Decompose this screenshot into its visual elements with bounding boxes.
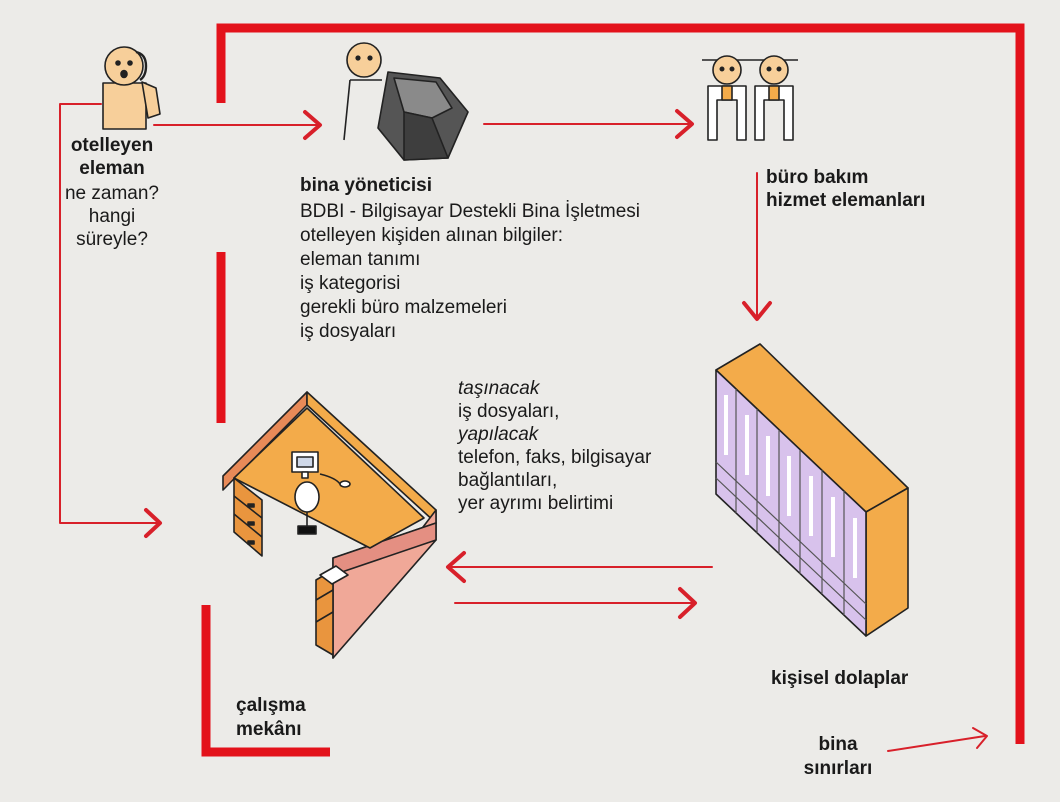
transfer-line-6: yer ayrımı belirtimi (458, 493, 614, 514)
manager-line-4: iş kategorisi (300, 273, 401, 294)
manager-line-2: otelleyen kişiden alınan bilgiler: (300, 225, 563, 246)
worker-title: otelleyen eleman (64, 134, 160, 180)
transfer-line-5: bağlantıları, (458, 470, 558, 491)
lockers-title: kişisel dolaplar (771, 668, 909, 689)
worker-question-2: hangi (88, 206, 136, 227)
worker-questions: ne zaman? hangi süreyle? (58, 182, 166, 251)
arrow-worker-to-workspace (59, 103, 159, 524)
worker-figure-icon (102, 46, 161, 130)
manager-line-1: BDBI - Bilgisayar Destekli Bina İşletmes… (300, 201, 640, 222)
manager-line-6: iş dosyaları (300, 321, 397, 342)
workspace-title: çalışma mekânı (236, 694, 306, 742)
transfer-line-4: telefon, faks, bilgisayar (458, 447, 652, 468)
boundary-title-line-2: sınırları (803, 758, 873, 779)
worker-title-line-2: eleman (79, 158, 145, 179)
maintenance-title: büro bakım hizmet elemanları (766, 166, 925, 212)
manager-details: BDBI - Bilgisayar Destekli Bina İşletmes… (300, 200, 640, 344)
rock-block-icon (377, 71, 469, 161)
building-boundary (201, 23, 1025, 757)
worker-title-line-1: otelleyen (70, 135, 154, 156)
workspace-title-line-2: mekânı (236, 719, 302, 740)
manager-line-3: eleman tanımı (300, 249, 421, 270)
worker-question-3: süreyle? (76, 229, 148, 250)
manager-line-5: gerekli büro malzemeleri (300, 297, 507, 318)
building-manager-figure-icon (343, 42, 382, 141)
maintenance-staff-icon (702, 55, 798, 141)
manager-title: bina yöneticisi (300, 175, 432, 196)
maintenance-title-line-1: büro bakım (766, 167, 869, 188)
transfer-line-1: taşınacak (458, 378, 540, 399)
arrow-boundary-label (887, 735, 986, 752)
worker-question-1: ne zaman? (64, 183, 159, 204)
transfer-line-3: yapılacak (458, 424, 539, 445)
transfer-notes: taşınacak iş dosyaları, yapılacak telefo… (458, 377, 651, 515)
workspace-title-line-1: çalışma (236, 695, 306, 716)
boundary-title-line-1: bina (818, 734, 858, 755)
personal-lockers-icon (715, 343, 909, 637)
boundary-title: bina sınırları (790, 733, 886, 781)
flow-arrows (59, 103, 988, 752)
transfer-line-2: iş dosyaları, (458, 401, 560, 422)
workstation-icon (222, 391, 437, 659)
maintenance-title-line-2: hizmet elemanları (766, 190, 926, 211)
